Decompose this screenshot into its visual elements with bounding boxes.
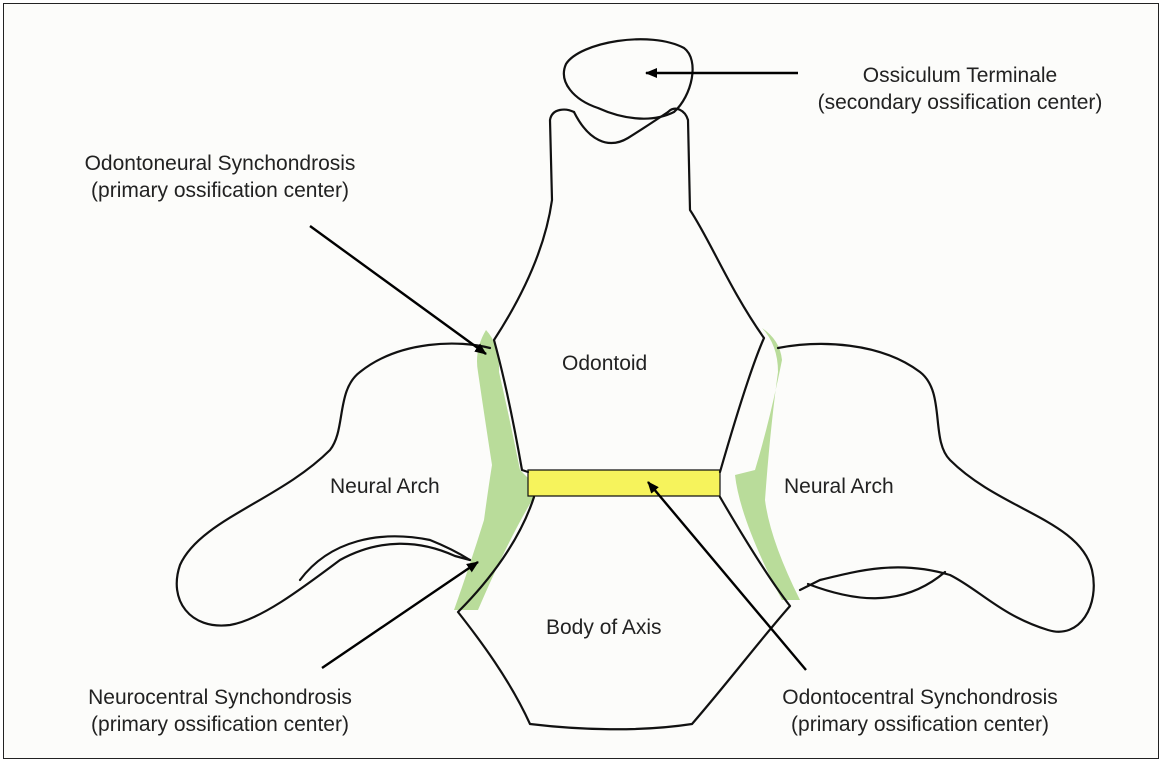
odontoneural-subtitle: (primary ossification center) — [20, 177, 420, 204]
neural-arch-left-inner — [300, 536, 470, 580]
ossiculum-terminale-label: Ossiculum Terminale (secondary ossificat… — [770, 62, 1150, 116]
right-synchondrosis-band — [735, 328, 800, 600]
odontocentral-title: Odontocentral Synchondrosis — [720, 684, 1120, 711]
odontocentral-subtitle: (primary ossification center) — [720, 711, 1120, 738]
odontocentral-band — [528, 470, 720, 496]
neurocentral-arrow — [322, 562, 478, 668]
neurocentral-subtitle: (primary ossification center) — [20, 711, 420, 738]
odontoid-label: Odontoid — [562, 350, 647, 377]
neurocentral-title: Neurocentral Synchondrosis — [20, 684, 420, 711]
odontoid-outline-right — [668, 109, 764, 472]
odontoneural-arrow — [310, 226, 486, 354]
neural-arch-right-label: Neural Arch — [784, 473, 894, 500]
body-of-axis-label: Body of Axis — [546, 614, 662, 641]
odontocentral-synchondrosis-label: Odontocentral Synchondrosis (primary oss… — [720, 684, 1120, 738]
odontoneural-synchondrosis-label: Odontoneural Synchondrosis (primary ossi… — [20, 150, 420, 204]
ossiculum-terminale-outline — [564, 39, 693, 118]
ossiculum-terminale-subtitle: (secondary ossification center) — [770, 89, 1150, 116]
odontoneural-title: Odontoneural Synchondrosis — [20, 150, 420, 177]
neural-arch-left-label: Neural Arch — [330, 473, 440, 500]
neural-arch-right-inner — [808, 572, 945, 598]
ossiculum-terminale-title: Ossiculum Terminale — [770, 62, 1150, 89]
neurocentral-synchondrosis-label: Neurocentral Synchondrosis (primary ossi… — [20, 684, 420, 738]
